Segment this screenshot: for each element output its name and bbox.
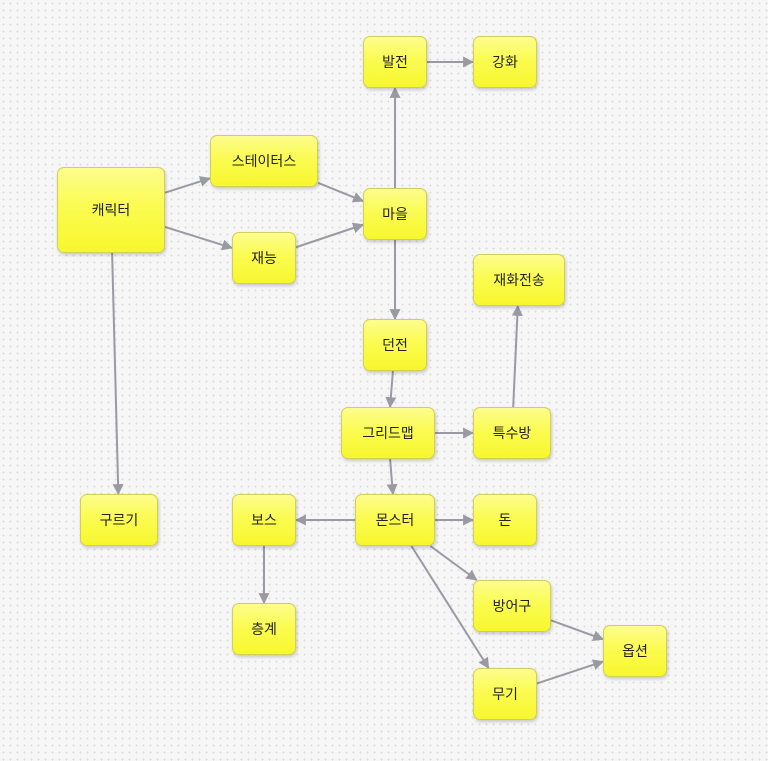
node-village[interactable]: 마을	[363, 188, 427, 240]
node-label: 발전	[382, 55, 408, 71]
node-reincarnation[interactable]: 재화전송	[473, 254, 565, 306]
node-label: 옵션	[622, 644, 648, 660]
node-talent[interactable]: 재능	[232, 232, 296, 284]
node-label: 마을	[382, 207, 408, 223]
node-enhance[interactable]: 강화	[473, 36, 537, 88]
node-label: 몬스터	[375, 513, 415, 529]
node-label: 방어구	[492, 599, 532, 615]
node-label: 던전	[382, 338, 408, 354]
node-status[interactable]: 스테이터스	[210, 135, 318, 187]
node-label: 구르기	[99, 513, 139, 529]
node-cloud[interactable]: 구르기	[80, 494, 158, 546]
node-boss[interactable]: 보스	[232, 494, 296, 546]
node-label: 강화	[492, 55, 518, 71]
edge-monster-to-weapon	[410, 545, 490, 669]
edge-special_room-to-reincarnation	[511, 304, 523, 408]
edge-weapon-to-option	[536, 659, 605, 685]
edge-gridmap-to-monster	[386, 458, 398, 496]
node-character[interactable]: 캐릭터	[57, 167, 165, 253]
edge-dungeon-to-gridmap	[385, 370, 397, 409]
edge-status-to-village	[317, 181, 365, 203]
node-special-room[interactable]: 특수방	[473, 407, 551, 459]
node-gridmap[interactable]: 그리드맵	[341, 407, 435, 459]
edge-talent-to-village	[295, 222, 365, 249]
edge-character-to-status	[164, 176, 212, 194]
node-armor[interactable]: 방어구	[473, 580, 551, 632]
node-label: 무기	[492, 687, 518, 703]
edge-armor-to-option	[550, 619, 605, 642]
node-label: 특수방	[492, 426, 532, 442]
node-label: 재능	[251, 251, 277, 267]
node-dungeon[interactable]: 던전	[363, 319, 427, 371]
node-label: 캐릭터	[91, 203, 131, 219]
node-label: 층계	[251, 622, 277, 638]
node-label: 재화전송	[493, 273, 545, 289]
edge-monster-to-armor	[429, 545, 478, 581]
node-option[interactable]: 옵션	[603, 625, 667, 677]
node-money[interactable]: 돈	[473, 494, 537, 546]
node-label: 그리드맵	[362, 426, 414, 442]
node-label: 보스	[251, 513, 277, 529]
edge-character-to-cloud	[111, 252, 124, 496]
node-monster[interactable]: 몬스터	[355, 494, 435, 546]
node-floor[interactable]: 층계	[232, 603, 296, 655]
node-develop[interactable]: 발전	[363, 36, 427, 88]
edge-character-to-talent	[164, 225, 234, 251]
node-label: 돈	[498, 513, 512, 529]
node-label: 스테이터스	[231, 154, 297, 170]
node-weapon[interactable]: 무기	[473, 668, 537, 720]
